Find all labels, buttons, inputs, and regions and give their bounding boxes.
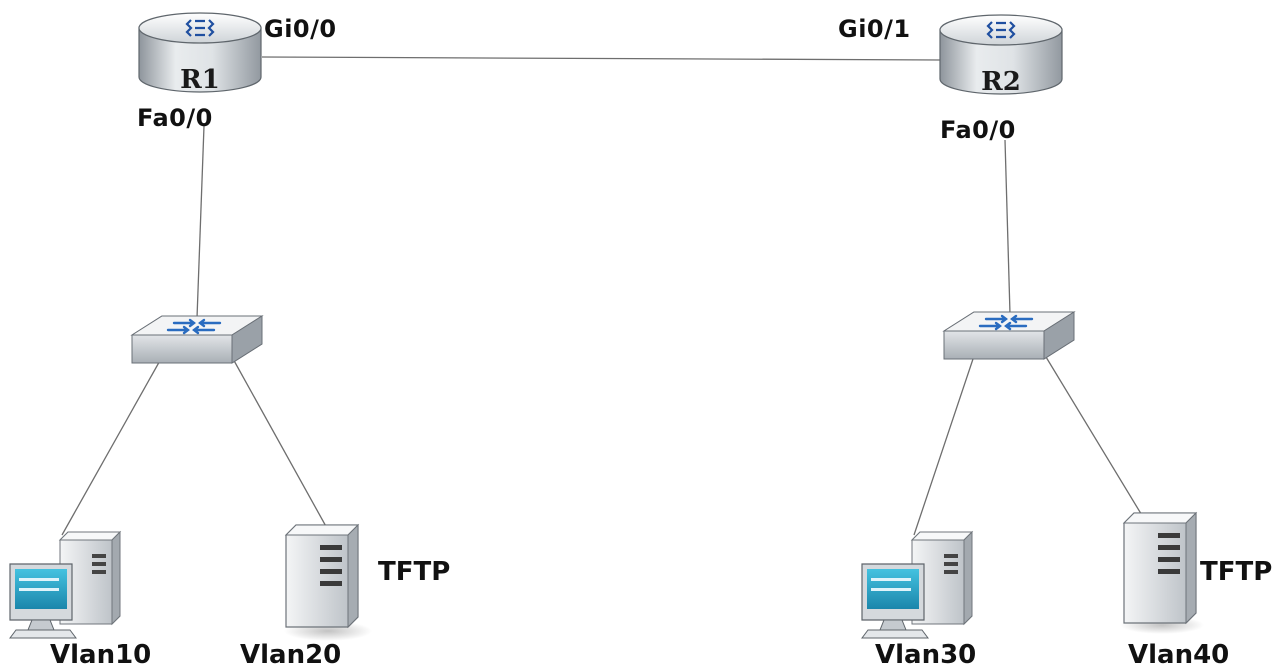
host-pc2[interactable] <box>861 530 974 639</box>
pc-icon <box>861 530 974 639</box>
host-srv2[interactable] <box>1120 511 1204 634</box>
router-icon <box>939 14 1063 95</box>
link-sw1-srv1 <box>231 356 329 531</box>
port-label-r1-fa: Fa0/0 <box>137 104 213 132</box>
link-sw2-pc2 <box>913 352 976 536</box>
router-name: R2 <box>981 67 1021 97</box>
link-sw1-pc1 <box>61 356 163 536</box>
link-r1-r2 <box>261 56 941 61</box>
router-r1[interactable]: R1 <box>138 12 262 95</box>
port-label-r2-fa: Fa0/0 <box>940 116 1016 144</box>
server-icon <box>284 523 372 641</box>
server-icon <box>1120 511 1204 634</box>
switch-sw2[interactable] <box>942 311 1076 360</box>
switch-icon <box>942 311 1076 360</box>
link-sw2-srv2 <box>1045 356 1144 518</box>
port-label-r1-gi: Gi0/0 <box>264 15 337 43</box>
router-r2[interactable]: R2 <box>939 14 1063 97</box>
host-srv1[interactable] <box>284 523 372 641</box>
host-pc1[interactable] <box>9 530 122 639</box>
host-label: Vlan40 <box>1128 640 1229 666</box>
link-r1-sw1 <box>196 125 205 319</box>
port-label-r2-gi: Gi0/1 <box>838 15 911 43</box>
switch-icon <box>130 315 264 364</box>
router-icon <box>138 12 262 93</box>
switch-sw1[interactable] <box>130 315 264 364</box>
server-role-label: TFTP <box>378 557 450 587</box>
pc-icon <box>9 530 122 639</box>
router-name: R1 <box>180 65 220 95</box>
links <box>61 56 1144 536</box>
server-role-label: TFTP <box>1200 557 1272 587</box>
host-label: Vlan30 <box>875 640 976 666</box>
link-r2-sw2 <box>1004 139 1011 315</box>
host-label: Vlan10 <box>50 640 151 666</box>
host-label: Vlan20 <box>240 640 341 666</box>
